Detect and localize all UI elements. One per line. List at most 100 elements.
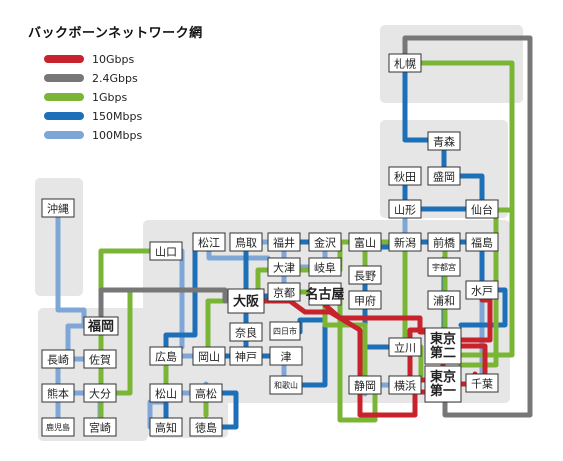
node-yamaguchi: 山口 [149,241,183,261]
link-lblue-2 [65,323,87,353]
node-label-urawa: 浦和 [433,295,455,308]
link-blue-8 [458,287,508,328]
node-takamatsu: 高松 [189,383,223,403]
node-akita: 秋田 [388,166,422,186]
node-label-yokohama: 横浜 [394,379,416,393]
node-label-yokkaichi: 四日市 [273,326,297,336]
diagram-title: バックボーンネットワーク網 [28,26,203,41]
node-fukushima: 福島 [465,232,499,252]
node-box-otsu [267,257,301,277]
node-box-nara [229,322,263,342]
node-tottori: 鳥取 [229,232,263,252]
node-label-kyoto: 京都 [273,286,295,300]
node-box-tokyo1 [424,365,462,403]
node-mito: 水戸 [465,280,499,300]
node-box-miyazaki [83,417,117,437]
node-label-hiroshima: 広島 [155,350,177,364]
node-kagoshima: 鹿児島 [41,417,75,437]
node-sendai: 仙台 [465,199,499,219]
link-blue-23 [163,248,198,350]
node-tachikawa: 立川 [388,337,422,357]
node-box-akita [388,166,422,186]
node-box-chiba [465,373,499,393]
node-box-yamagata [388,199,422,219]
legend-label-2-4gbps: 2.4Gbps [92,71,138,85]
node-niigata: 新潟 [388,232,422,252]
node-nagano: 長野 [348,265,382,285]
node-tokushima: 徳島 [189,417,223,437]
link-green-11 [337,292,378,423]
node-box-fukui [267,232,301,252]
node-nara: 奈良 [229,322,263,342]
legend-label-100mbps: 100Mbps [92,128,143,142]
node-label-wakayama: 和歌山 [274,380,298,390]
node-label-osaka: 大阪 [233,294,260,310]
node-label-chiba: 千葉 [471,377,493,391]
node-sapporo: 札幌 [388,53,422,73]
node-box-takamatsu [189,383,223,403]
legend-item-1gbps: 1Gbps [44,90,127,104]
node-label-tokushima: 徳島 [195,421,217,435]
link-green-4 [458,207,499,368]
nodes: 札幌青森秋田盛岡山形仙台沖縄山口松江鳥取福井金沢富山新潟前橋福島宇都宮大津岐阜長… [41,53,499,437]
node-box-saga [83,349,117,369]
node-box-tottori [229,232,263,252]
legend-swatch-2-4gbps [44,74,84,82]
node-label-okinawa: 沖縄 [47,202,69,216]
node-label-tokyo2-2: 第二 [430,345,456,361]
node-label-okayama: 岡山 [198,351,220,364]
node-box-shizuoka [348,375,382,395]
node-label-kumamoto: 熊本 [47,387,69,401]
node-label-maebashi: 前橋 [433,236,455,250]
node-kofu: 甲府 [348,290,382,310]
node-morioka: 盛岡 [427,166,461,186]
link-red-6 [458,343,488,377]
node-label-yamagata: 山形 [394,204,416,217]
node-box-matsue [192,232,226,252]
node-label-tottori: 鳥取 [235,236,257,250]
node-label-tachikawa: 立川 [394,341,416,355]
link-blue-22 [299,302,328,388]
link-blue-1 [402,69,431,143]
node-label-saga: 佐賀 [89,353,111,367]
node-label-mito: 水戸 [471,285,493,298]
node-saga: 佐賀 [83,349,117,369]
node-label-aomori: 青森 [433,135,455,149]
node-nagoya: 名古屋 [305,282,345,306]
node-box-yokkaichi [269,321,301,341]
node-box-tsu [269,346,303,366]
node-okayama: 岡山 [192,346,226,366]
node-box-niigata [388,232,422,252]
node-label-kagoshima: 鹿児島 [46,422,70,432]
node-label-oita: 大分 [89,387,111,401]
node-otsu: 大津 [267,257,301,277]
node-kyoto: 京都 [267,282,301,302]
node-label-kobe: 神戸 [235,350,257,364]
node-urawa: 浦和 [427,290,461,310]
link-gray-1 [402,35,533,418]
node-okinawa: 沖縄 [41,198,75,218]
node-yamagata: 山形 [388,199,422,219]
node-box-fukuoka [83,316,119,336]
legend-swatch-10gbps [44,55,84,63]
node-tsu: 津 [269,346,303,366]
node-box-kanazawa [308,232,342,252]
node-box-urawa [427,290,461,310]
node-fukui: 福井 [267,232,301,252]
link-red-1 [261,298,428,418]
link-green-12 [322,302,368,379]
legend-label-10gbps: 10Gbps [92,52,135,66]
node-box-yamaguchi [149,241,183,261]
node-box-sapporo [388,53,422,73]
node-box-maebashi [427,232,461,252]
node-label-nagano: 長野 [354,270,376,283]
legend-item-100mbps: 100Mbps [44,128,142,142]
legend-item-150mbps: 150Mbps [44,109,142,123]
legend-item-2-4gbps: 2.4Gbps [44,71,138,85]
node-label-shizuoka: 静岡 [354,379,376,393]
node-aomori: 青森 [427,131,461,151]
node-label-kochi: 高知 [155,421,177,435]
node-label-miyazaki: 宮崎 [89,421,111,435]
